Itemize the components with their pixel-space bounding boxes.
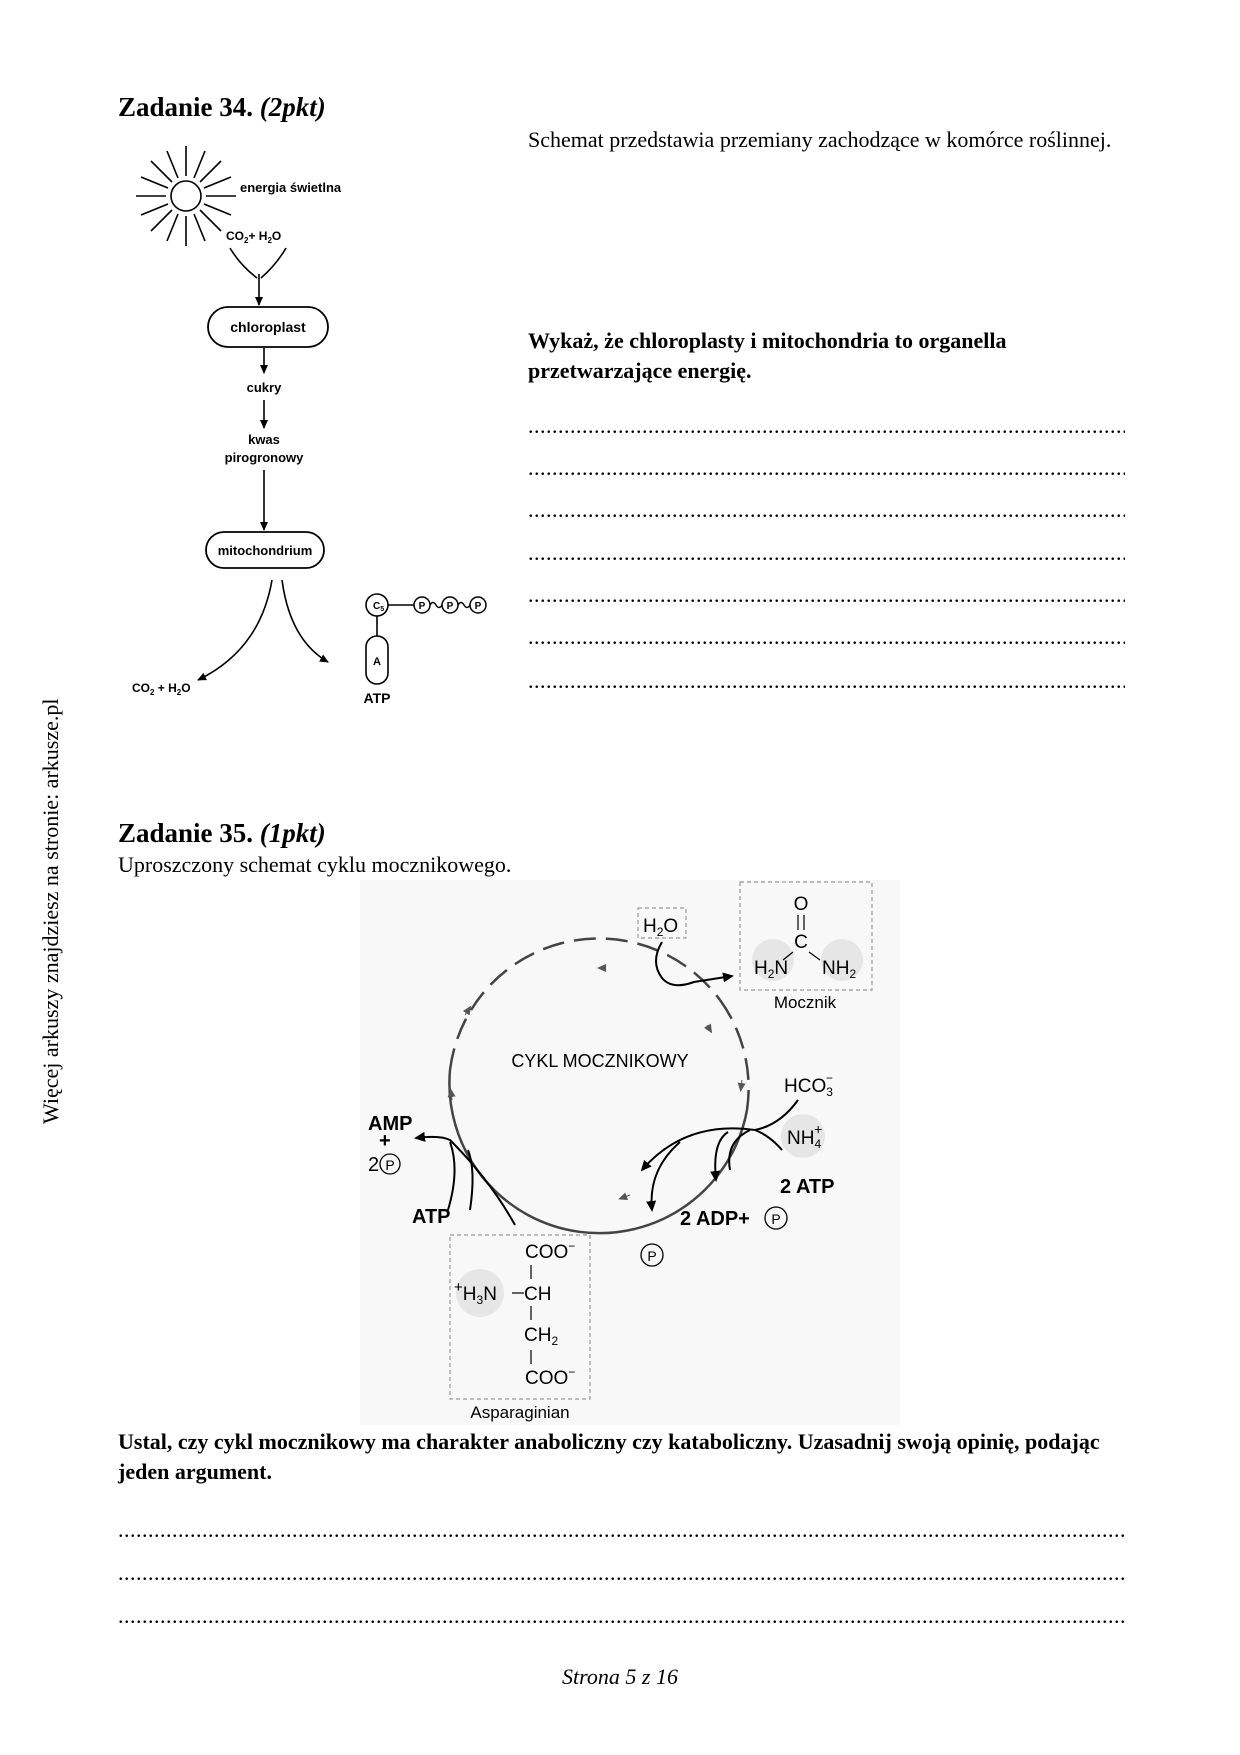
urea-label: Mocznik [774, 993, 837, 1012]
phosphate-symbol-2: P [647, 1248, 656, 1264]
input-co2-h2o: CO2+ H2O [226, 229, 281, 245]
answer-line-35-3[interactable]: ........................................… [118, 1603, 1125, 1628]
answer-line-35-2[interactable]: ........................................… [118, 1560, 1125, 1585]
mitochondrium-label: mitochondrium [218, 543, 313, 558]
sun-icon [136, 146, 236, 246]
atp-phosphate-3: P [475, 601, 482, 612]
answer-line-34-5[interactable]: ........................................… [528, 582, 1125, 607]
sidebar-watermark: Więcej arkuszy znajdziesz na stronie: ar… [38, 698, 63, 1124]
light-energy-label: energia świetlna [240, 180, 342, 195]
aspartate-coo-1: COO− [525, 1239, 575, 1263]
urea-cycle-diagram: CYKL MOCZNIKOWY H2O O C H2N NH2 Mocznik … [360, 880, 900, 1425]
task34-question: Wykaż, że chloroplasty i mitochondria to… [528, 328, 1007, 383]
chloroplast-box [207, 306, 329, 348]
answer-line-34-6[interactable]: ........................................… [528, 624, 1125, 649]
two-adp-label: 2 ADP+ [680, 1208, 750, 1230]
bicarbonate-label: HCO3− [784, 1071, 833, 1099]
output-co2-h2o: CO2 + H2O [132, 681, 191, 697]
task34-title: Zadanie 34. (2pkt) [118, 92, 326, 123]
urea-oxygen: O [794, 894, 809, 915]
phosphate-symbol-1: P [771, 1211, 780, 1227]
atp-label: ATP [364, 690, 391, 706]
task34-intro: Schemat przedstawia przemiany zachodzące… [528, 127, 1112, 152]
aspartate-label: Asparaginian [470, 1403, 569, 1422]
task34-label: Zadanie 34. [118, 92, 254, 122]
chloroplast-label: chloroplast [230, 319, 306, 335]
atp-c5-label: C5 [373, 601, 384, 613]
cycle-label: CYKL MOCZNIKOWY [511, 1051, 688, 1071]
page-footer: Strona 5 z 16 [562, 1664, 678, 1689]
answer-line-34-2[interactable]: ........................................… [528, 455, 1125, 480]
sugars-label: cukry [247, 380, 282, 395]
atp-label-35: ATP [412, 1206, 451, 1228]
answer-line-34-3[interactable]: ........................................… [528, 497, 1125, 522]
atp-phosphate-1: P [419, 601, 426, 612]
pyruvic-acid-label-2: pirogronowy [225, 450, 304, 465]
task35-question: Ustal, czy cykl mocznikowy ma charakter … [118, 1429, 1100, 1484]
mitochondrium-box [205, 531, 325, 569]
answer-line-34-4[interactable]: ........................................… [528, 540, 1125, 565]
atp-phosphate-2: P [447, 601, 454, 612]
amp-plus: + [379, 1130, 391, 1152]
task35-intro: Uproszczony schemat cyklu mocznikowego. [118, 852, 512, 877]
pyruvic-acid-label-1: kwas [248, 432, 280, 447]
atp-molecule: C5 A P P P ATP [364, 593, 487, 706]
amp-two: 2 [368, 1154, 379, 1176]
answer-line-35-1[interactable]: ........................................… [118, 1517, 1125, 1542]
aspartate-ch: CH [524, 1284, 551, 1305]
ammonium-label: NH4+ [787, 1121, 822, 1151]
phosphate-symbol-3: P [385, 1157, 394, 1173]
two-atp-label: 2 ATP [780, 1176, 834, 1198]
task35-title: Zadanie 35. (1pkt) [118, 818, 326, 849]
urea-carbon: C [794, 932, 808, 953]
aspartate-coo-2: COO− [525, 1365, 575, 1389]
task35-label: Zadanie 35. [118, 818, 254, 848]
water-label: H2O [643, 916, 678, 939]
answer-line-34-7[interactable]: ........................................… [528, 668, 1125, 693]
aspartate-ch2: CH2 [524, 1325, 558, 1348]
answer-line-34-1[interactable]: ........................................… [528, 413, 1125, 438]
aspartate-h3n: +H3N [454, 1279, 497, 1307]
energy-flow-diagram: energia świetlna CO2+ H2O chloroplast cu… [132, 146, 487, 706]
urea-h2n: H2N [754, 958, 788, 981]
urea-nh2: NH2 [822, 958, 856, 981]
task35-points: (1pkt) [259, 818, 326, 848]
task34-points: (2pkt) [259, 92, 326, 122]
amp-label: AMP [368, 1113, 412, 1135]
atp-adenine-label: A [373, 656, 381, 668]
